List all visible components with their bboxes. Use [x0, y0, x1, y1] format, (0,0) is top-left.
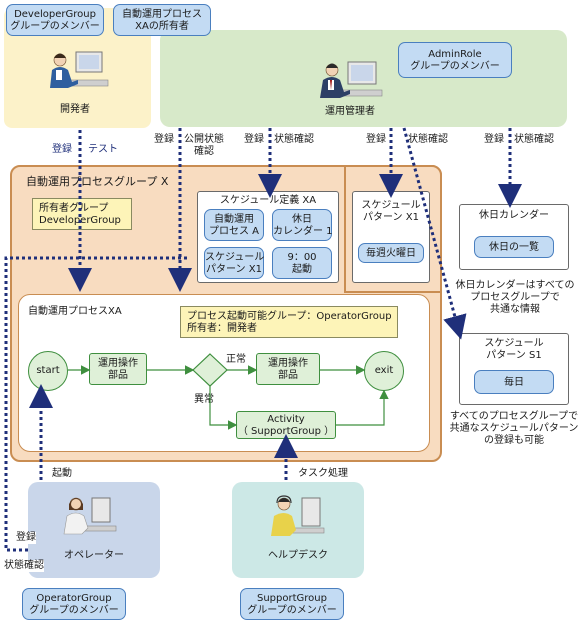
- edge-label-admin-register4: 登録: [484, 134, 504, 145]
- schedule-def-title: スケジュール定義 XA: [219, 195, 317, 206]
- pattern-s1-title: スケジュールパターン S1: [484, 338, 544, 361]
- edge-label-publish-status: 公開状態確認: [184, 134, 224, 157]
- process-xa-title: 自動運用プロセスXA: [28, 306, 122, 317]
- edge-label-admin-status2: 状態確認: [274, 134, 314, 145]
- edge-label-operator-register: 登録: [16, 532, 36, 544]
- schedule-item-holiday: 休日カレンダー 1: [272, 209, 333, 241]
- edge-label-admin-status3: 状態確認: [408, 134, 448, 145]
- edge-label-helpdesk-task: タスク処理: [298, 468, 348, 479]
- operator-label: オペレーター: [64, 550, 124, 561]
- edge-label-admin-register2: 登録: [244, 134, 264, 145]
- developer-label: 開発者: [60, 104, 90, 115]
- helpdesk-label: ヘルプデスク: [268, 550, 328, 561]
- pattern-s1-item: 毎日: [474, 370, 554, 394]
- schedule-item-process: 自動運用プロセス A: [204, 209, 264, 241]
- exit-node: exit: [364, 351, 404, 391]
- branch-abnormal-label: 異常: [194, 394, 214, 405]
- schedule-item-pattern: スケジュールパターン X1: [204, 247, 264, 279]
- edge-label-admin-register3: 登録: [366, 134, 386, 145]
- edge-label-admin-register1: 登録: [154, 134, 174, 145]
- task-ops-part-2: 運用操作部品: [256, 353, 320, 385]
- edge-label-operator-start: 起動: [52, 468, 72, 479]
- admin-label: 運用管理者: [325, 106, 375, 117]
- pattern-s1-caption: すべてのプロセスグループで共通なスケジュールパターンの登録も可能: [449, 411, 579, 446]
- edge-label-admin-status4: 状態確認: [514, 134, 554, 145]
- operator-panel: [28, 482, 160, 578]
- helpdesk-panel: [232, 482, 364, 578]
- pattern-x1-item: 毎週火曜日: [358, 243, 424, 263]
- task-ops-part-1: 運用操作部品: [89, 353, 147, 385]
- holiday-calendar-caption: 休日カレンダーはすべてのプロセスグループで共通な情報: [455, 280, 575, 315]
- edge-label-operator-status: 状態確認: [4, 560, 44, 572]
- edge-label-dev-register: 登録: [52, 144, 72, 155]
- pattern-x1-title: スケジュールパターン X1: [361, 200, 421, 223]
- holiday-list-item: 休日の一覧: [474, 236, 554, 258]
- holiday-calendar-title: 休日カレンダー: [479, 210, 549, 221]
- group-x-title: 自動運用プロセスグループ X: [26, 175, 169, 188]
- edge-label-dev-test: テスト: [88, 144, 118, 155]
- start-node: start: [28, 351, 68, 391]
- activity-support-group: Activity（ SupportGroup ）: [236, 411, 336, 439]
- branch-normal-label: 正常: [226, 354, 246, 365]
